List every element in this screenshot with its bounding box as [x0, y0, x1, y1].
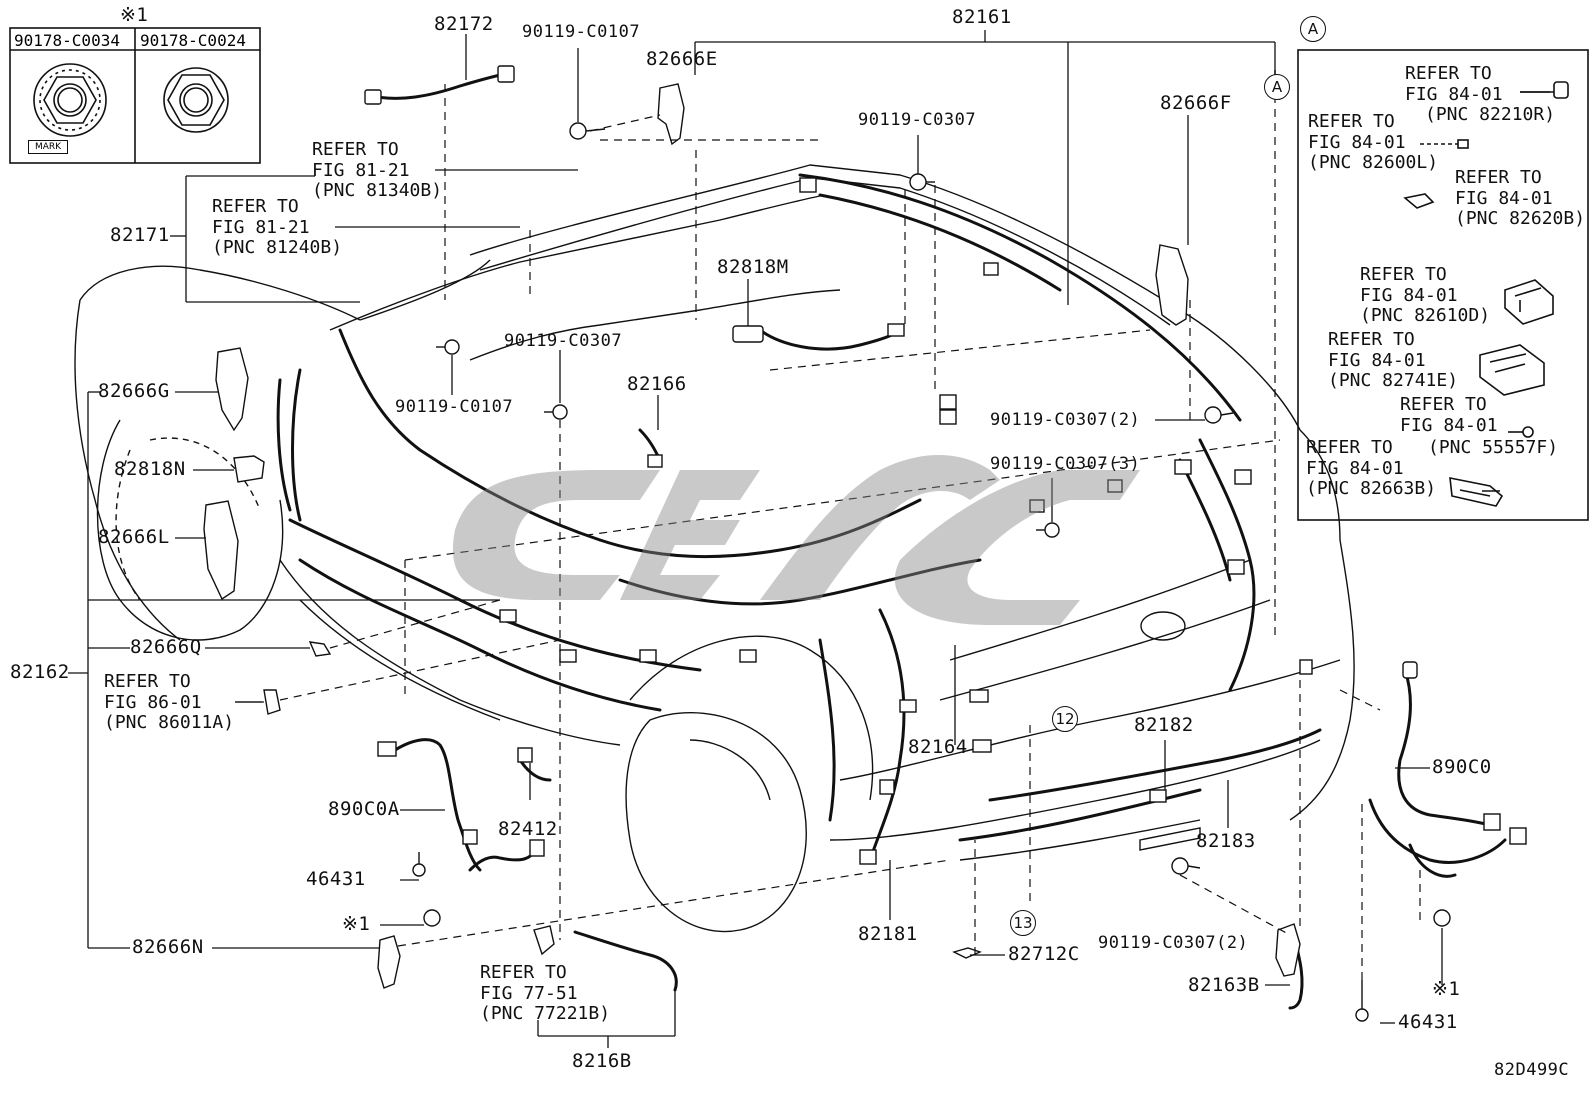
dashed-guides [279, 84, 1421, 980]
part-46431-right: 46431 [1398, 1011, 1458, 1033]
star-note-left: ※1 [342, 913, 371, 935]
part-90119-C0307-3: 90119-C0307(3) [990, 454, 1141, 474]
table-star-note: ※1 [120, 4, 149, 26]
bracket-icon [1449, 477, 1504, 507]
clip-icon [1403, 193, 1435, 209]
part-82818M: 82818M [717, 256, 789, 278]
part-90119-C0307-top: 90119-C0307 [858, 110, 977, 130]
part-890C0: 890C0 [1432, 756, 1492, 778]
part-82181: 82181 [858, 923, 918, 945]
callout-12-circle: 12 [1052, 706, 1078, 732]
inset-frame [1297, 49, 1589, 521]
part-82171: 82171 [110, 224, 170, 246]
bracket-icon [203, 83, 1301, 989]
part-90119-C0107-mid: 90119-C0107 [395, 397, 514, 417]
part-890C0A: 890C0A [328, 798, 400, 820]
connector-icon [1504, 279, 1554, 325]
part-82412: 82412 [498, 818, 558, 840]
part-82666E: 82666E [646, 48, 718, 70]
part-90119-C0307-2-lower: 90119-C0307(2) [1098, 933, 1249, 953]
part-82163B: 82163B [1188, 974, 1260, 996]
callout-13-circle: 13 [1010, 910, 1036, 936]
table-col1-header: 90178-C0034 [14, 31, 120, 50]
connector-icon [1479, 344, 1545, 396]
part-82182: 82182 [1134, 714, 1194, 736]
drawing-number: 82D499C [1494, 1060, 1570, 1080]
part-90119-C0107-top: 90119-C0107 [522, 22, 641, 42]
watermark-logo [452, 455, 1140, 625]
clip-icon [1420, 139, 1469, 149]
front-wheel [96, 419, 284, 641]
callout-A-circle: A [1264, 74, 1290, 100]
part-90119-C0307-mid: 90119-C0307 [504, 331, 623, 351]
flange-nut-icon [33, 63, 107, 137]
part-82162: 82162 [10, 661, 70, 683]
inset-letter-circle: A [1300, 16, 1326, 42]
part-82161: 82161 [952, 6, 1012, 28]
rear-wheel [625, 712, 807, 933]
part-82818N: 82818N [114, 458, 186, 480]
hex-nut-icon [163, 67, 229, 133]
part-90119-C0307-2-upper: 90119-C0307(2) [990, 410, 1141, 430]
part-82666L: 82666L [98, 526, 170, 548]
table-col2-header: 90178-C0024 [140, 31, 246, 50]
part-46431-left: 46431 [306, 868, 366, 890]
part-82183: 82183 [1196, 830, 1256, 852]
part-8216B: 8216B [572, 1050, 632, 1072]
vehicle-body [74, 164, 1355, 861]
leader-lines [68, 30, 1443, 1048]
connector-icon [364, 65, 1527, 865]
star-note-right: ※1 [1432, 978, 1461, 1000]
part-82666G: 82666G [98, 380, 170, 402]
part-82666Q: 82666Q [130, 636, 202, 658]
part-82666N: 82666N [132, 936, 204, 958]
mark-label: MARK [28, 140, 69, 154]
part-82172: 82172 [434, 13, 494, 35]
part-82666F: 82666F [1160, 92, 1232, 114]
part-82166: 82166 [627, 373, 687, 395]
part-82164: 82164 [908, 736, 968, 758]
bolt-icon [412, 122, 1451, 1022]
clip-icon [1508, 426, 1534, 438]
inset-pnc-55557F: (PNC 55557F) [1428, 437, 1559, 458]
part-82712C: 82712C [1008, 943, 1080, 965]
